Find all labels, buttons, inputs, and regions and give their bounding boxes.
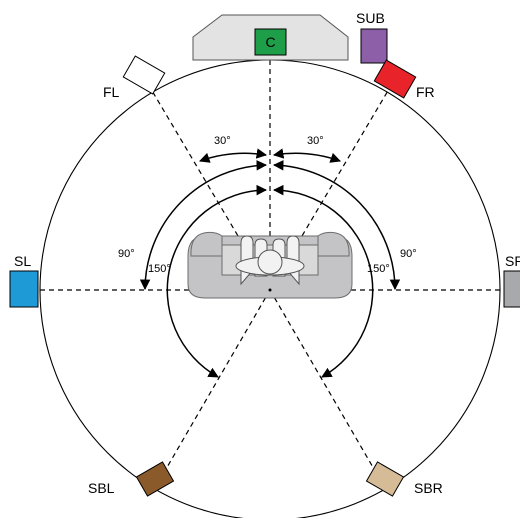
angle-label-150-left: 150° [148,263,171,275]
side-left-speaker [9,270,39,308]
center-speaker-label: C [265,34,275,50]
sofa-left-arm [190,231,223,257]
surround-back-left-speaker [135,461,175,497]
surround-back-left-label: SBL [88,480,115,496]
surround-back-right-speaker [365,461,405,497]
front-right-label: FR [416,84,435,100]
side-right-speaker [503,270,520,308]
arc-150-right [272,184,374,378]
listener [235,235,305,286]
angle-label-30-right: 30° [307,135,324,147]
front-right-speaker [373,59,417,99]
angle-label-90-right: 90° [400,248,417,260]
center-speaker [254,28,287,56]
subwoofer [360,28,388,64]
front-left-label: FL [103,84,120,100]
arc-30-left [199,148,268,163]
sofa-right-arm [317,231,350,257]
side-right-label: SR [505,253,520,269]
arc-90-left [139,160,268,291]
listener-center-point [268,288,272,292]
angle-label-30-left: 30° [214,135,231,147]
angle-arcs [139,148,401,378]
arc-90-right [272,160,401,291]
arc-30-right [272,148,341,163]
listener-head [257,249,283,275]
angle-label-150-right: 150° [367,263,390,275]
arc-150-left [166,184,268,378]
surround-back-right-label: SBR [414,480,443,496]
angle-label-90-left: 90° [118,248,135,260]
front-left-speaker [122,55,166,95]
subwoofer-label: SUB [356,10,385,26]
side-left-label: SL [14,253,31,269]
